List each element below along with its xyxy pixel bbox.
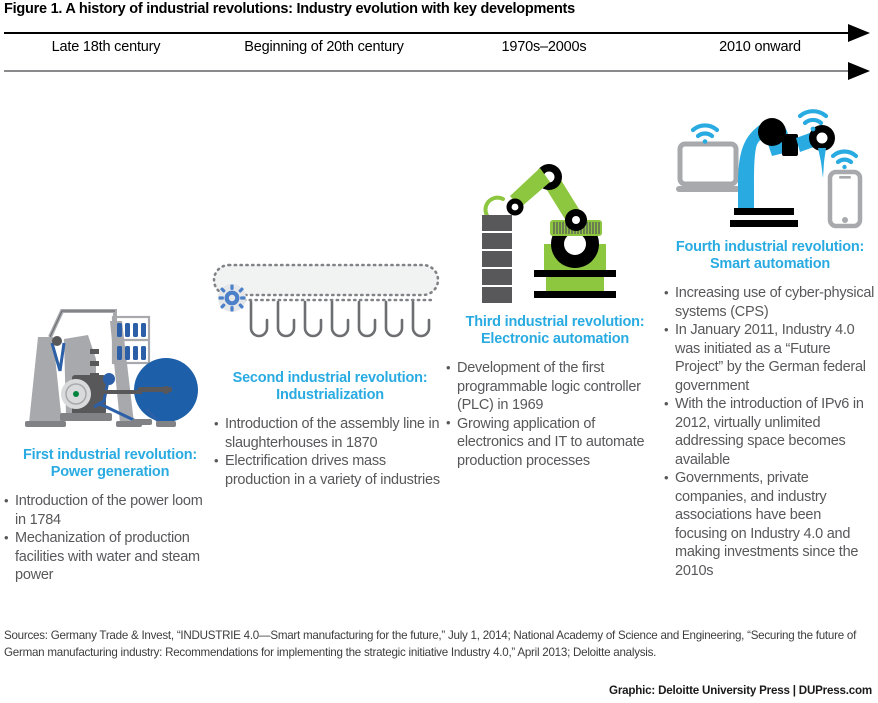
list-item: Growing application of electronics and I… bbox=[446, 414, 664, 471]
timeline-bottom-line bbox=[4, 70, 849, 72]
timeline-top-arrow-right-icon bbox=[848, 24, 870, 42]
column-heading: First industrial revolution: Power gener… bbox=[4, 447, 216, 481]
graphic-credit: Graphic: Deloitte University Press | DUP… bbox=[609, 684, 872, 697]
timeline-period-1: Late 18th century bbox=[51, 39, 161, 55]
list-item: Electrification drives mass production i… bbox=[214, 452, 446, 489]
list-item: Introduction of the assembly line in sla… bbox=[214, 415, 446, 452]
wifi-icon bbox=[797, 109, 829, 132]
smartphone-icon bbox=[827, 169, 863, 229]
list-item: Development of the first programmable lo… bbox=[446, 359, 664, 415]
list-item: With the introduction of IPv6 in 2012, v… bbox=[664, 395, 876, 469]
timeline-top-line bbox=[4, 32, 849, 34]
timeline-bottom-arrow-right-icon bbox=[848, 62, 870, 80]
list-item: Governments, private companies, and indu… bbox=[664, 469, 876, 580]
column-heading-line2: Electronic automation bbox=[480, 331, 630, 347]
list-item: Mechanization of production facilities w… bbox=[4, 529, 216, 585]
column-second-revolution: Second industrial revolution: Industrial… bbox=[214, 370, 446, 489]
sources-text: Sources: Germany Trade & Invest, “INDUST… bbox=[4, 629, 857, 659]
column-heading: Fourth industrial revolution: Smart auto… bbox=[664, 239, 876, 273]
bullet-list: Introduction of the assembly line in sla… bbox=[214, 415, 446, 489]
column-heading-line2: Power generation bbox=[50, 464, 170, 480]
power-loom-illustration bbox=[20, 297, 205, 442]
timeline-period-2: Beginning of 20th century bbox=[244, 39, 404, 55]
bullet-list: Development of the first programmable lo… bbox=[446, 359, 664, 470]
column-heading-line2: Industrialization bbox=[276, 387, 384, 403]
column-first-revolution: First industrial revolution: Power gener… bbox=[4, 447, 216, 585]
column-fourth-revolution: Fourth industrial revolution: Smart auto… bbox=[664, 239, 876, 580]
column-third-revolution: Third industrial revolution: Electronic … bbox=[446, 314, 664, 470]
industrial-robot-arm-illustration bbox=[476, 152, 646, 310]
list-item: Introduction of the power loom in 1784 bbox=[4, 492, 216, 529]
column-heading-line1: Fourth industrial revolution: bbox=[675, 239, 865, 255]
column-heading-line1: Third industrial revolution: bbox=[465, 314, 645, 330]
column-heading-line1: Second industrial revolution: bbox=[232, 370, 428, 386]
laptop-icon bbox=[676, 141, 740, 192]
figure-title: Figure 1. A history of industrial revolu… bbox=[4, 1, 575, 17]
timeline-labels: Late 18th century Beginning of 20th cent… bbox=[0, 39, 878, 55]
timeline: Late 18th century Beginning of 20th cent… bbox=[0, 24, 878, 80]
bullet-list: Introduction of the power loom in 1784 M… bbox=[4, 492, 216, 585]
column-heading-line2: Smart automation bbox=[709, 256, 831, 272]
wifi-icon bbox=[830, 149, 859, 170]
list-item: Increasing use of cyber-physical systems… bbox=[664, 284, 876, 321]
smart-connected-robot-illustration bbox=[676, 100, 868, 230]
column-heading: Third industrial revolution: Electronic … bbox=[446, 314, 664, 348]
timeline-period-3: 1970s–2000s bbox=[501, 39, 587, 55]
column-heading: Second industrial revolution: Industrial… bbox=[214, 370, 446, 404]
bullet-list: Increasing use of cyber-physical systems… bbox=[664, 284, 876, 580]
wifi-icon bbox=[690, 123, 720, 144]
list-item: In January 2011, Industry 4.0 was initia… bbox=[664, 321, 876, 395]
assembly-line-illustration bbox=[206, 262, 451, 362]
timeline-period-4: 2010 onward bbox=[719, 39, 801, 55]
column-heading-line1: First industrial revolution: bbox=[22, 447, 198, 463]
